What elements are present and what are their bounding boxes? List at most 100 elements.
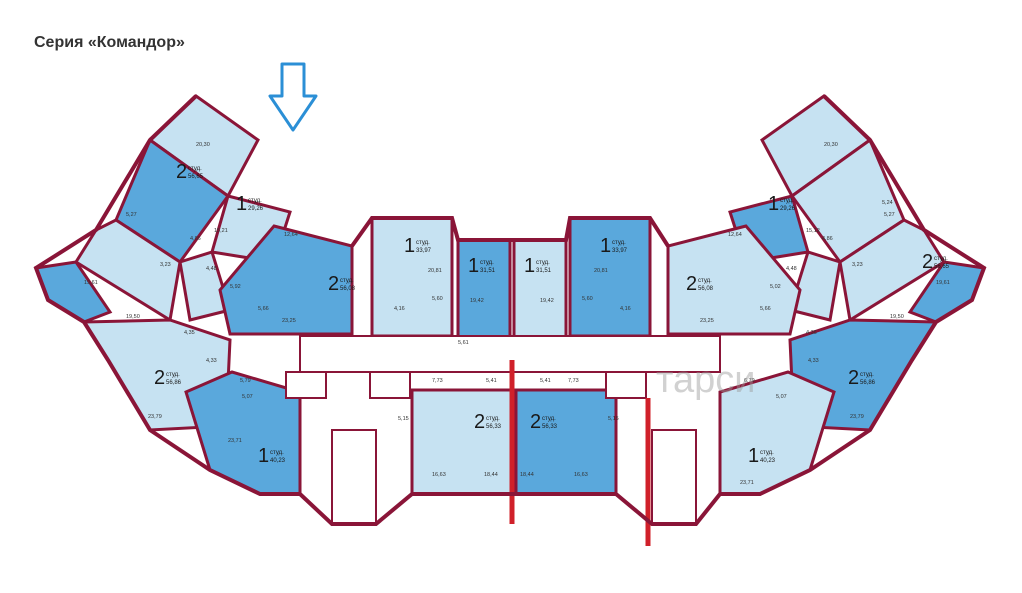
apartment-area: 33,97	[416, 248, 432, 254]
apartment-room-count: 1	[748, 445, 759, 467]
apartment-room-count: 1	[404, 235, 415, 257]
apartment-area: 29,26	[248, 206, 264, 212]
apartment-studio-label: студ.	[340, 278, 354, 284]
room-dimension-label: 4,86	[190, 236, 201, 242]
room-dimension-label: 3,23	[160, 262, 171, 268]
page-title: Серия «Командор»	[34, 34, 185, 51]
room-dimension-label: 23,79	[148, 414, 162, 420]
apartment-studio-label: студ.	[542, 416, 556, 422]
core-bottom-wall	[298, 492, 722, 526]
room-dimension-label: 19,42	[540, 298, 554, 304]
room-dimension-label: 12,64	[728, 232, 742, 238]
apartment-room-count: 2	[176, 161, 187, 183]
apartment-2-56-33-right	[514, 388, 618, 496]
dimension-labels: 20,305,274,8615,213,234,4819,6112,645,92…	[84, 142, 950, 486]
apartment-area: 56,33	[486, 424, 502, 430]
apartment-room-count: 2	[686, 273, 697, 295]
room-dimension-label: 6,79	[744, 378, 755, 384]
watermark-text: тарси	[656, 359, 755, 401]
apartment-1-40-23-left	[184, 370, 302, 496]
elevator-shaft-2	[369, 371, 411, 399]
room-dimension-label: 5,27	[126, 212, 137, 218]
apartment-area: 56,86	[166, 380, 182, 386]
room-dimension-label: 7,73	[432, 378, 443, 384]
room-dimension-label: 5,60	[432, 296, 443, 302]
apartment-room-count: 1	[768, 193, 779, 215]
apartment-1-33-97-left	[370, 216, 454, 338]
room-dimension-label: 23,25	[700, 318, 714, 324]
room-dimension-label: 23,71	[228, 438, 242, 444]
room-dimension-label: 5,15	[398, 416, 409, 422]
room-dimension-label: 15,21	[214, 228, 228, 234]
room-dimension-label: 15,12	[806, 228, 820, 234]
room-dimension-label: 4,16	[394, 306, 405, 312]
apartment-area: 56,86	[860, 380, 876, 386]
core-top-wall	[350, 216, 670, 248]
room-dimension-label: 5,79	[240, 378, 251, 384]
elevator-shaft-1	[285, 371, 327, 399]
room-dimension-label: 16,63	[574, 472, 588, 478]
room-dimension-label: 4,33	[206, 358, 217, 364]
apartment-area: 56,65	[934, 264, 950, 270]
apartment-room-count: 2	[474, 411, 485, 433]
apartment-room-count: 1	[236, 193, 247, 215]
room-dimension-label: 5,61	[458, 340, 469, 346]
apartment-room-count: 2	[848, 367, 859, 389]
apartment-area: 56,33	[542, 424, 558, 430]
apartment-area: 40,23	[760, 458, 776, 464]
room-dimension-label: 20,30	[196, 142, 210, 148]
apartment-studio-label: студ.	[760, 450, 774, 456]
stairwell-left	[331, 429, 377, 525]
apartment-room-count: 2	[328, 273, 339, 295]
apartment-area: 33,97	[612, 248, 628, 254]
room-right-balcony-strip	[838, 218, 947, 323]
room-dimension-label: 4,86	[822, 236, 833, 242]
apartment-studio-label: студ.	[188, 166, 202, 172]
room-dimension-label: 5,60	[582, 296, 593, 302]
room-dimension-label: 20,81	[594, 268, 608, 274]
apartment-studio-label: студ.	[698, 278, 712, 284]
arrow-down-icon	[268, 62, 318, 132]
apartment-studio-label: студ.	[248, 198, 262, 204]
room-dimension-label: 4,33	[808, 358, 819, 364]
left-wing-outer-wall	[33, 94, 300, 496]
apartment-studio-label: студ.	[166, 372, 180, 378]
room-dimension-label: 19,50	[890, 314, 904, 320]
apartment-area: 56,08	[340, 286, 356, 292]
room-dimension-label: 4,36	[806, 330, 817, 336]
room-dimension-label: 5,24	[882, 200, 893, 206]
apartment-room-count: 2	[154, 367, 165, 389]
apartment-studio-label: студ.	[860, 372, 874, 378]
room-dimension-label: 5,66	[760, 306, 771, 312]
room-dimension-label: 16,63	[432, 472, 446, 478]
apartment-room-count: 2	[922, 251, 933, 273]
apartment-room-count: 2	[530, 411, 541, 433]
room-dimension-label: 5,41	[540, 378, 551, 384]
right-wing	[666, 94, 987, 496]
apartment-area: 56,65	[188, 174, 204, 180]
apartment-studio-label: студ.	[612, 240, 626, 246]
room-dimension-label: 4,35	[184, 330, 195, 336]
room-dimension-label: 23,71	[740, 480, 754, 486]
room-dimension-label: 4,16	[620, 306, 631, 312]
apartment-area: 56,08	[698, 286, 714, 292]
apartment-studio-label: студ.	[270, 450, 284, 456]
room-dimension-label: 19,61	[84, 280, 98, 286]
room-dimension-label: 3,23	[852, 262, 863, 268]
room-dimension-label: 20,81	[428, 268, 442, 274]
room-dimension-label: 19,42	[470, 298, 484, 304]
room-dimension-label: 5,27	[884, 212, 895, 218]
room-dimension-label: 20,30	[824, 142, 838, 148]
apartment-area: 31,51	[480, 268, 496, 274]
room-dimension-label: 5,15	[608, 416, 619, 422]
apartment-area: 29,26	[780, 206, 796, 212]
room-dimension-label: 7,73	[568, 378, 579, 384]
central-core	[285, 216, 722, 546]
apartment-room-count: 1	[258, 445, 269, 467]
room-dimension-label: 4,48	[206, 266, 217, 272]
apartment-studio-label: студ.	[480, 260, 494, 266]
apartment-area: 31,51	[536, 268, 552, 274]
room-dimension-label: 5,07	[776, 394, 787, 400]
